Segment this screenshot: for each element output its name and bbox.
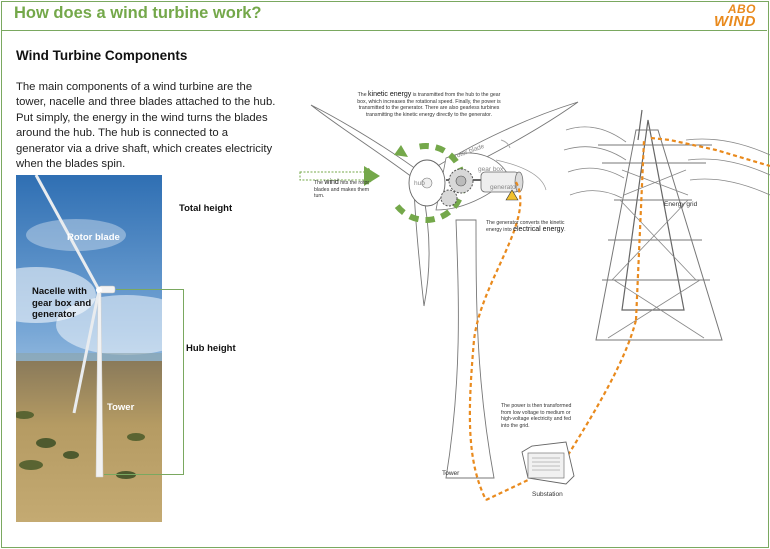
generator-note: The generator converts the kinetic energ…: [486, 220, 580, 233]
total-height-label: Total height: [179, 203, 233, 214]
turbine-diagram-art: [299, 101, 770, 501]
intro-paragraph: The main components of a wind turbine ar…: [16, 81, 276, 171]
diagram-label-substation: Substation: [532, 491, 563, 498]
photo-label-nacelle: Nacelle with gear box and generator: [32, 286, 92, 320]
logo-bottom-text: WIND: [714, 13, 756, 30]
generator-note-post: .: [564, 226, 566, 233]
photo-label-rotor-blade: Rotor blade: [67, 232, 120, 243]
hub-height-label: Hub height: [186, 343, 236, 354]
kinetic-note-post: is transmitted from the hub to the gear …: [357, 92, 501, 118]
hub-height-vertical-line: [183, 289, 184, 475]
diagram-label-tower: Tower: [442, 470, 460, 477]
turbine-diagram: The kinetic energy is transmitted from t…: [296, 80, 770, 520]
turbine-photo: [16, 175, 162, 522]
grid-note: The power is then transformed from low v…: [501, 403, 572, 429]
section-title: Wind Turbine Components: [16, 48, 188, 63]
wind-note: The wind hits the rotor blades and makes…: [314, 179, 372, 200]
kinetic-note-pre: The: [357, 92, 369, 98]
diagram-label-generator: generator: [490, 184, 518, 191]
wind-arrow: [299, 166, 380, 186]
kinetic-energy-note: The kinetic energy is transmitted from t…: [354, 91, 504, 118]
generator-note-pre: The generator converts the kinetic energ…: [486, 220, 565, 233]
wind-note-pre: The: [314, 180, 325, 186]
photo-label-tower: Tower: [107, 402, 135, 413]
wind-note-post: hits the rotor blades and makes them tur…: [314, 180, 370, 200]
wind-note-word: wind: [324, 179, 339, 186]
abo-wind-logo: ABO WIND: [714, 2, 756, 30]
header-divider: [1, 30, 767, 31]
turbine-photo-art: [16, 175, 162, 522]
diagram-label-gear-box: gear box: [478, 166, 504, 173]
diagram-label-hub: hub: [414, 180, 425, 187]
page-title: How does a wind turbine work?: [14, 4, 262, 22]
logo-top-text: ABO: [727, 2, 756, 16]
diagram-label-energy-grid: Energy grid: [664, 201, 698, 208]
kinetic-note-word: kinetic energy: [368, 91, 412, 98]
hub-height-bottom-line: [104, 474, 184, 475]
hub-height-top-line: [116, 289, 184, 290]
generator-note-word: electrical energy: [513, 225, 565, 233]
